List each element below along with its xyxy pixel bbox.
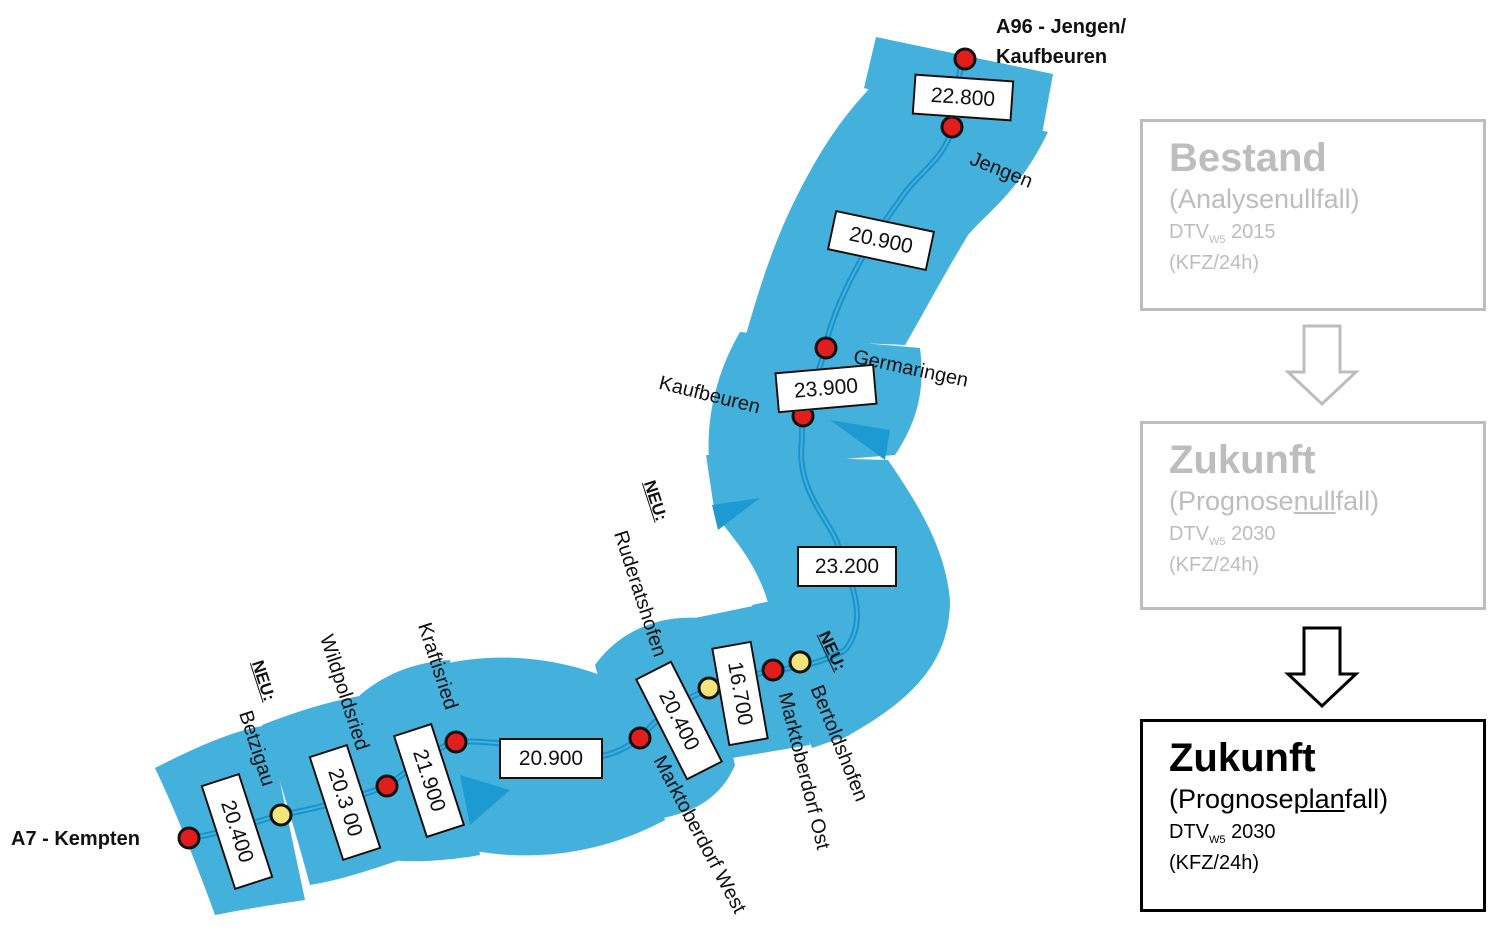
junction-germaringen-dot xyxy=(814,336,838,360)
arrow-down-icon xyxy=(1284,324,1360,407)
band-segment-kaufbeuren-south xyxy=(706,455,950,740)
traffic-volume-box: 23.200 xyxy=(797,546,897,587)
band-shadow-1 xyxy=(830,420,890,460)
junction-jengen-dot xyxy=(940,115,964,139)
legend-subtitle: (Prognoseplanfall) xyxy=(1169,784,1389,814)
legend-arrows xyxy=(1284,324,1360,709)
traffic-volume-box: 23.900 xyxy=(774,363,878,414)
junction-kraftisried-dot xyxy=(444,730,468,754)
traffic-volume-box: 20.900 xyxy=(499,738,603,779)
legend-panel-zukunft-plan: Zukunft (Prognoseplanfall) DTVW5 2030 (K… xyxy=(1140,719,1486,912)
traffic-band xyxy=(155,37,1053,915)
junction-a7-dot xyxy=(177,826,201,850)
legend-metric: DTVW5 2030 xyxy=(1169,821,1276,846)
legend-unit: (KFZ/24h) xyxy=(1169,554,1260,576)
legend-panel-bestand: Bestand (Analysenullfall) DTVW5 2015 (KF… xyxy=(1140,119,1486,311)
band-segment-jengen-germaringen xyxy=(745,88,1048,345)
junction-a96-dot xyxy=(953,47,977,71)
legend-title: Zukunft xyxy=(1169,438,1316,482)
arrow-down-icon xyxy=(1284,626,1360,709)
legend-subtitle: (Analysenullfall) xyxy=(1169,184,1360,214)
legend-metric: DTVW5 2030 xyxy=(1169,523,1276,548)
legend-panel-zukunft-null: Zukunft (Prognosenullfall) DTVW5 2030 (K… xyxy=(1140,421,1486,610)
legend-metric: DTVW5 2015 xyxy=(1169,221,1276,246)
junction-marktoberdorf-ost-dot xyxy=(761,658,785,682)
legend-subtitle: (Prognosenullfall) xyxy=(1169,486,1380,516)
junction-betzigau-dot xyxy=(269,803,293,827)
junction-dots xyxy=(177,47,977,850)
endpoint-south-label: A7 - Kempten xyxy=(11,828,140,850)
junction-wildpoldsried-dot xyxy=(375,774,399,798)
legend-title: Bestand xyxy=(1169,136,1327,180)
legend-title: Zukunft xyxy=(1169,736,1316,780)
junction-marktoberdorf-west-dot xyxy=(628,726,652,750)
junction-bertoldshofen-dot xyxy=(788,650,812,674)
band-shadow-3 xyxy=(460,775,510,825)
band-shadow-2 xyxy=(712,498,760,530)
legend-unit: (KFZ/24h) xyxy=(1169,852,1260,874)
endpoint-north-label: A96 - Jengen/ Kaufbeuren xyxy=(996,16,1127,68)
traffic-volume-box: 22.800 xyxy=(911,73,1015,122)
legend-unit: (KFZ/24h) xyxy=(1169,252,1260,274)
